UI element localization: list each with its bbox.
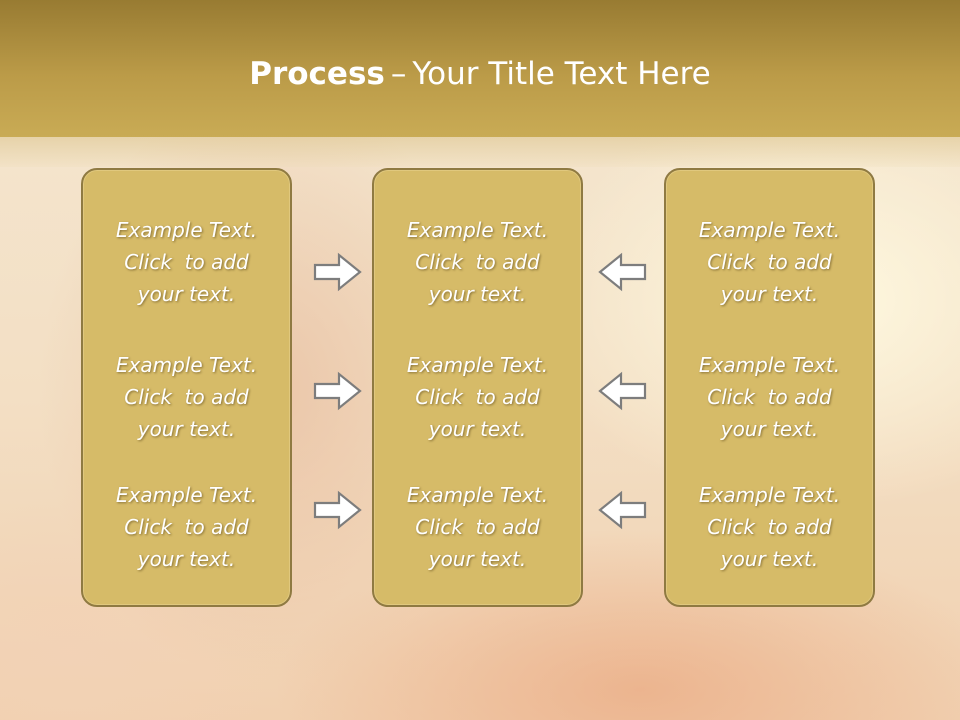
arrow-left-icon[interactable] — [597, 252, 647, 292]
text-line: Click to add — [707, 250, 832, 274]
text-line: your text. — [428, 547, 527, 571]
text-line: your text. — [137, 547, 236, 571]
text-line: Example Text. — [406, 483, 549, 507]
text-placeholder[interactable]: Example Text. Click to add your text. — [666, 214, 873, 310]
text-line: Click to add — [707, 385, 832, 409]
arrow-left-icon[interactable] — [597, 371, 647, 411]
text-line: Click to add — [124, 250, 249, 274]
text-line: Example Text. — [406, 218, 549, 242]
title-bar-shadow-band — [0, 137, 960, 167]
text-line: your text. — [137, 417, 236, 441]
text-line: Example Text. — [698, 483, 841, 507]
text-placeholder[interactable]: Example Text. Click to add your text. — [83, 214, 290, 310]
title-rest-text: Your Title Text Here — [412, 56, 711, 92]
text-placeholder[interactable]: Example Text. Click to add your text. — [83, 479, 290, 575]
text-placeholder[interactable]: Example Text. Click to add your text. — [374, 479, 581, 575]
text-line: Example Text. — [698, 353, 841, 377]
text-line: Click to add — [124, 515, 249, 539]
text-line: Example Text. — [406, 353, 549, 377]
title-dash: – — [390, 56, 407, 92]
text-line: Click to add — [124, 385, 249, 409]
arrow-right-icon[interactable] — [313, 252, 363, 292]
arrow-right-icon[interactable] — [313, 490, 363, 530]
text-placeholder[interactable]: Example Text. Click to add your text. — [374, 214, 581, 310]
title-bar — [0, 0, 960, 137]
text-line: your text. — [428, 282, 527, 306]
text-line: Click to add — [415, 385, 540, 409]
text-placeholder[interactable]: Example Text. Click to add your text. — [83, 349, 290, 445]
text-line: Example Text. — [115, 353, 258, 377]
text-line: Click to add — [415, 515, 540, 539]
text-line: Example Text. — [115, 218, 258, 242]
text-line: Example Text. — [115, 483, 258, 507]
text-placeholder[interactable]: Example Text. Click to add your text. — [374, 349, 581, 445]
text-line: your text. — [137, 282, 236, 306]
arrow-right-icon[interactable] — [313, 371, 363, 411]
left-process-box[interactable]: Example Text. Click to add your text. Ex… — [81, 168, 292, 607]
text-line: Click to add — [707, 515, 832, 539]
text-placeholder[interactable]: Example Text. Click to add your text. — [666, 479, 873, 575]
text-line: your text. — [720, 282, 819, 306]
text-line: your text. — [428, 417, 527, 441]
text-line: Click to add — [415, 250, 540, 274]
right-process-box[interactable]: Example Text. Click to add your text. Ex… — [664, 168, 875, 607]
text-line: Example Text. — [698, 218, 841, 242]
text-placeholder[interactable]: Example Text. Click to add your text. — [666, 349, 873, 445]
text-line: your text. — [720, 547, 819, 571]
title-bold-text: Process — [249, 56, 385, 92]
text-line: your text. — [720, 417, 819, 441]
slide-title[interactable]: Process–Your Title Text Here — [0, 52, 960, 96]
arrow-left-icon[interactable] — [597, 490, 647, 530]
center-process-box[interactable]: Example Text. Click to add your text. Ex… — [372, 168, 583, 607]
